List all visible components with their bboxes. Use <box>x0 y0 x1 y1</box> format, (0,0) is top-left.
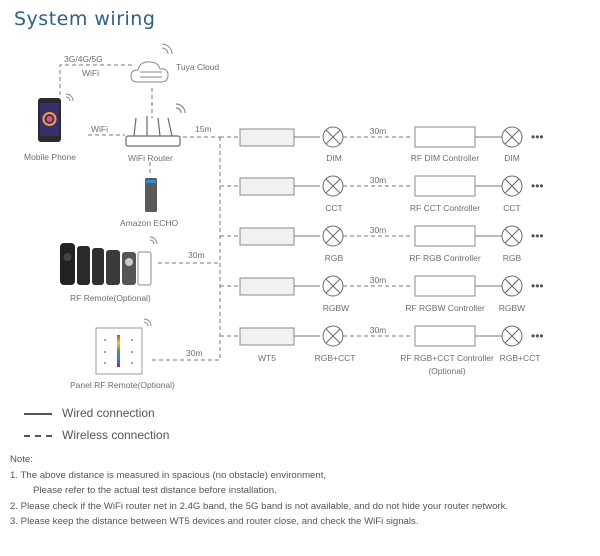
lamp-label: RGBW <box>323 303 349 313</box>
phone-label: Mobile Phone <box>24 152 76 162</box>
more-ellipsis: ••• <box>531 130 544 144</box>
end-lamp-label: RGB <box>503 253 522 263</box>
cloud-icon <box>130 43 173 83</box>
panel-remote-label: Panel RF Remote(Optional) <box>70 380 175 390</box>
note-1: 1. The above distance is measured in spa… <box>10 469 327 481</box>
notes: Note: 1. The above distance is measured … <box>10 452 595 530</box>
lamp-icon <box>322 225 344 247</box>
more-ellipsis: ••• <box>531 279 544 293</box>
lamp-icon <box>322 175 344 197</box>
more-ellipsis: ••• <box>531 179 544 193</box>
distance-label: 30m <box>370 175 387 185</box>
wifi-router-icon <box>125 103 186 147</box>
lamp-icon <box>501 225 523 247</box>
dist-30m-panel-label: 30m <box>186 348 203 358</box>
echo-label: Amazon ECHO <box>120 218 178 228</box>
panel-remote-icon <box>95 318 152 375</box>
lamp-label: RGB+CCT <box>315 353 356 363</box>
note-1-continued: Please refer to the actual test distance… <box>33 485 277 496</box>
more-ellipsis: ••• <box>531 229 544 243</box>
wt5-label: WT5 <box>258 353 276 363</box>
wifi-phone-label: WiFi <box>91 124 108 134</box>
wt5-controller <box>239 128 295 147</box>
row-rgb-cct: ••• WT5 RGB+CCT 30m RF RGB+CCT Controlle… <box>239 325 544 376</box>
distance-label: 30m <box>370 275 387 285</box>
dashed-line-icon <box>24 434 52 437</box>
end-lamp-label: DIM <box>504 153 520 163</box>
dist-15m-label: 15m <box>195 124 212 134</box>
rf-controller <box>414 275 476 297</box>
legend-wireless-label: Wireless connection <box>62 428 170 442</box>
controller-label: RF DIM Controller <box>411 153 480 163</box>
lamp-icon <box>322 325 344 347</box>
router-label: WiFi Router <box>128 153 173 163</box>
controller-label: RF RGBW Controller <box>405 303 485 313</box>
rf-controller <box>414 325 476 347</box>
lamp-icon <box>322 275 344 297</box>
mobile-phone-icon <box>38 93 74 142</box>
wt5-controller <box>239 177 295 196</box>
lamp-icon <box>501 275 523 297</box>
end-lamp-label: CCT <box>503 203 520 213</box>
note-2: 2. Please check if the WiFi router net i… <box>10 500 509 512</box>
controller-label-optional: (Optional) <box>428 366 465 376</box>
controller-label: RF RGB Controller <box>409 253 480 263</box>
distance-label: 30m <box>370 325 387 335</box>
lamp-icon <box>501 175 523 197</box>
network-label: 3G/4G/5G <box>64 54 103 64</box>
legend-wired: Wired connection <box>24 406 155 420</box>
rf-controller <box>414 126 476 148</box>
wt5-controller <box>239 227 295 246</box>
wifi-top-label: WiFi <box>82 68 99 78</box>
system-wiring-diagram: 3G/4G/5G WiFi Tuya Cloud Mobile Phone Wi… <box>24 43 544 390</box>
rf-controller <box>414 225 476 247</box>
wireless-link-phone-cloud <box>59 64 135 95</box>
cloud-label: Tuya Cloud <box>176 62 219 72</box>
rf-remote-icon <box>60 236 158 286</box>
more-ellipsis: ••• <box>531 329 544 343</box>
rf-controller <box>414 175 476 197</box>
notes-heading: Note: <box>10 454 33 465</box>
row-rgbw: ••• RGBW 30m RF RGBW Controller RGBW <box>239 275 544 313</box>
lamp-icon <box>501 325 523 347</box>
controller-label: RF CCT Controller <box>410 203 480 213</box>
lamp-label: CCT <box>325 203 342 213</box>
lamp-icon <box>501 126 523 148</box>
row-cct: ••• CCT 30m RF CCT Controller CCT <box>239 175 544 213</box>
lamp-label: DIM <box>326 153 342 163</box>
legend-wireless: Wireless connection <box>24 428 169 442</box>
distance-label: 30m <box>370 126 387 136</box>
row-dim: ••• DIM 30m RF DIM Controller DIM <box>239 126 544 163</box>
lamp-label: RGB <box>325 253 344 263</box>
row-rgb: ••• RGB 30m RF RGB Controller RGB <box>239 225 544 263</box>
page-title: System wiring <box>14 8 156 30</box>
note-3: 3. Please keep the distance between WT5 … <box>10 516 419 527</box>
controller-label: RF RGB+CCT Controller <box>400 353 494 363</box>
solid-line-icon <box>24 412 52 415</box>
wt5-controller <box>239 277 295 296</box>
rf-remote-label: RF Remote(Optional) <box>70 293 151 303</box>
distance-label: 30m <box>370 225 387 235</box>
wt5-controller <box>239 327 295 346</box>
dist-30m-remote-label: 30m <box>188 250 205 260</box>
legend-wired-label: Wired connection <box>62 406 155 420</box>
end-lamp-label: RGB+CCT <box>500 353 541 363</box>
end-lamp-label: RGBW <box>499 303 525 313</box>
amazon-echo-icon <box>145 178 157 212</box>
lamp-icon <box>322 126 344 148</box>
